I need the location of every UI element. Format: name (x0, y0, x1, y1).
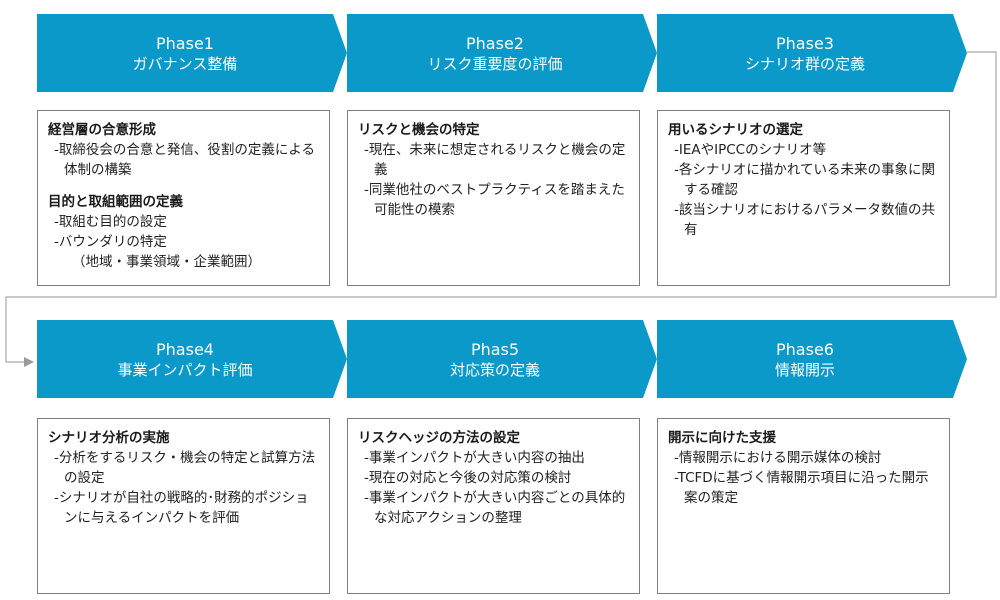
phase-label: Phase3 (776, 33, 834, 53)
phase-label: Phase6 (776, 339, 834, 359)
section-item: -各シナリオに描かれている未来の事象に関する確認 (674, 162, 935, 198)
section-item: -バウンダリの特定 (54, 234, 167, 250)
phase2-detail-box: リスクと機会の特定 -現在、未来に想定されるリスクと機会の定義 -同業他社のベストプ… (347, 110, 640, 286)
phase-name: 対応策の定義 (449, 360, 540, 379)
phase-name: シナリオ群の定義 (744, 54, 865, 73)
connector-line (5, 51, 997, 363)
section-item: -シナリオが自社の戦略的･財務的ポジションに与えるインパクトを評価 (54, 490, 309, 526)
phase6-detail-box: 開示に向けた支援 -情報開示における開示媒体の検討 -TCFDに基づく情報開示項目に… (657, 418, 950, 594)
section-item: -同業他社のベストプラクティスを踏まえた可能性の模索 (364, 182, 625, 218)
connector-arrowhead (24, 357, 34, 367)
section-title: 用いるシナリオの選定 (668, 122, 803, 138)
section-item: -事業インパクトが大きい内容ごとの具体的な対応アクションの整理 (364, 490, 626, 526)
section-item: -該当シナリオにおけるパラメータ数値の共有 (674, 202, 935, 238)
detail-section: 経営層の合意形成 -取締役会の合意と発信、役割の定義による体制の構築 (48, 120, 321, 180)
section-item: -分析をするリスク・機会の特定と試算方法の設定 (54, 450, 316, 486)
detail-section: 目的と取組範囲の定義 -取組む目的の設定 -バウンダリの特定 （地域・事業領域・企業範… (48, 192, 321, 272)
phase-name: リスク重要度の評価 (427, 54, 563, 73)
section-item: -取締役会の合意と発信、役割の定義による体制の構築 (54, 142, 315, 178)
phase-label: Phas5 (470, 339, 520, 359)
section-title: シナリオ分析の実施 (48, 430, 170, 446)
phase5-detail-box: リスクヘッジの方法の設定 -事業インパクトが大きい内容の抽出 -現在の対応と今後の対… (347, 418, 640, 594)
detail-section: リスクと機会の特定 -現在、未来に想定されるリスクと機会の定義 -同業他社のベストプ… (358, 120, 631, 220)
section-item: -現在、未来に想定されるリスクと機会の定義 (364, 142, 626, 178)
section-title: 目的と取組範囲の定義 (48, 194, 183, 210)
section-item: -情報開示における開示媒体の検討 (674, 450, 882, 466)
section-title: リスクと機会の特定 (358, 122, 480, 138)
phase-name: 事業インパクト評価 (117, 360, 253, 379)
section-item: -事業インパクトが大きい内容の抽出 (364, 450, 585, 466)
detail-section: 用いるシナリオの選定 -IEAやIPCCのシナリオ等 -各シナリオに描かれている未来… (668, 120, 941, 240)
phase3-detail-box: 用いるシナリオの選定 -IEAやIPCCのシナリオ等 -各シナリオに描かれている未来… (657, 110, 950, 286)
phase-name: 情報開示 (774, 360, 835, 379)
section-item: -TCFDに基づく情報開示項目に沿った開示案の策定 (674, 470, 929, 506)
phase-name: ガバナンス整備 (132, 54, 238, 73)
detail-section: リスクヘッジの方法の設定 -事業インパクトが大きい内容の抽出 -現在の対応と今後の対… (358, 428, 631, 528)
detail-section: シナリオ分析の実施 -分析をするリスク・機会の特定と試算方法の設定 -シナリオが自社… (48, 428, 321, 528)
phase4-detail-box: シナリオ分析の実施 -分析をするリスク・機会の特定と試算方法の設定 -シナリオが自社… (37, 418, 330, 594)
phase-label: Phase2 (466, 33, 524, 53)
section-title: 経営層の合意形成 (48, 122, 156, 138)
section-title: リスクヘッジの方法の設定 (358, 430, 520, 446)
phase-label: Phase1 (156, 33, 214, 53)
phase1-detail-box: 経営層の合意形成 -取締役会の合意と発信、役割の定義による体制の構築目的と取組範囲… (37, 110, 330, 286)
detail-section: 開示に向けた支援 -情報開示における開示媒体の検討 -TCFDに基づく情報開示項目に… (668, 428, 941, 508)
phase-label: Phase4 (156, 339, 214, 359)
section-item: （地域・事業領域・企業範囲） (72, 254, 261, 270)
section-title: 開示に向けた支援 (668, 430, 776, 446)
section-item: -取組む目的の設定 (54, 214, 167, 230)
section-item: -IEAやIPCCのシナリオ等 (674, 142, 827, 158)
section-item: -現在の対応と今後の対応策の検討 (364, 470, 572, 486)
